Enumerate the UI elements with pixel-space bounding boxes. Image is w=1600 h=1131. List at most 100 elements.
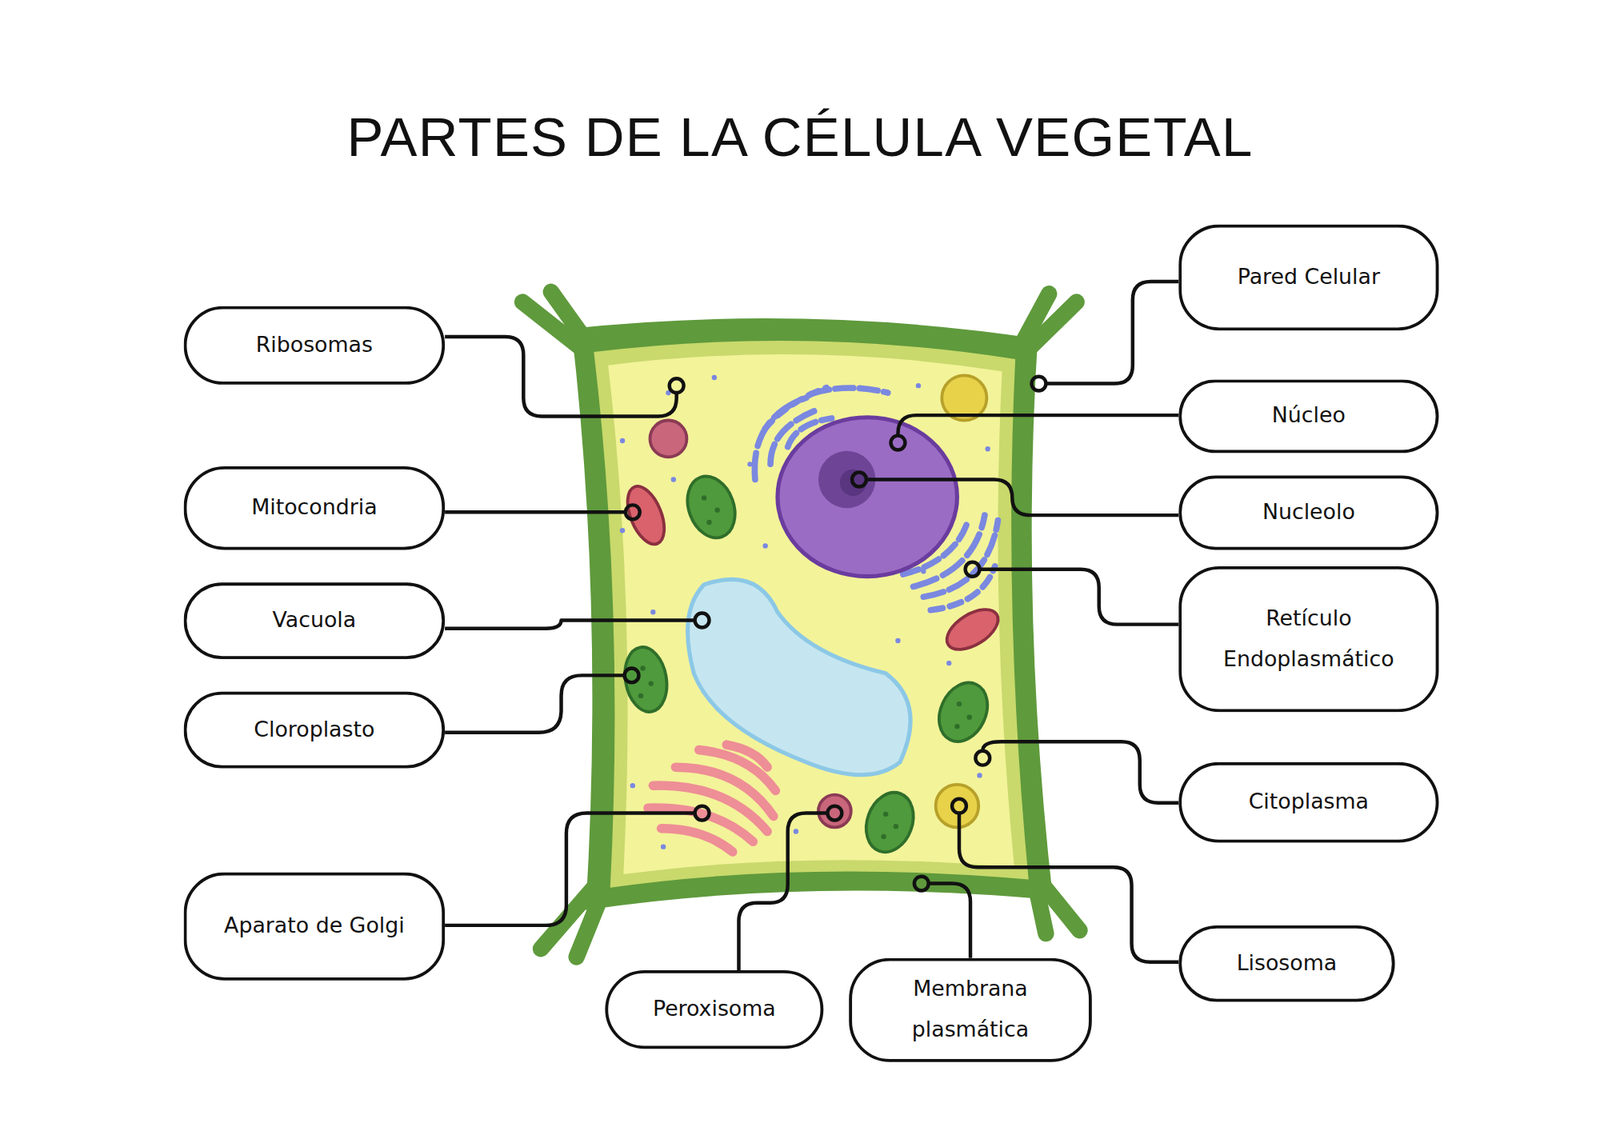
mitochondria	[620, 480, 1005, 658]
label-text-group: Mitocondria	[251, 488, 377, 529]
label-pill: Núcleo	[1178, 379, 1439, 453]
leader-endpoints	[891, 436, 906, 451]
chloroplast-grana	[893, 824, 899, 829]
chloroplast-grana	[956, 701, 962, 707]
mitochondria	[620, 480, 672, 549]
label-pill: Pared Celular	[1178, 224, 1439, 332]
lysosomes	[936, 784, 980, 828]
vacuole	[688, 579, 911, 775]
part-label: Mitocondria	[251, 488, 377, 529]
label-text-group: Retículo Endoplasmático	[1202, 598, 1416, 680]
cytoplasm-dots	[946, 660, 952, 666]
cytoplasm	[608, 354, 1015, 875]
leader-lines	[444, 336, 677, 416]
part-label: Núcleo	[1272, 396, 1346, 437]
chloroplast-grana	[638, 693, 644, 699]
nucleus	[777, 417, 957, 577]
part-label: Vacuola	[272, 600, 357, 642]
label-text-group: Ribosomas	[256, 324, 373, 366]
leader-lines	[959, 813, 1179, 963]
part-label: Pared Celular	[1237, 256, 1380, 298]
leader-lines	[979, 569, 1179, 625]
leader-endpoints	[852, 472, 867, 488]
label-pill: Ribosomas	[184, 306, 446, 385]
cell-membrane	[593, 340, 1028, 888]
cytoplasm-dots	[660, 844, 666, 849]
leader-lines	[444, 675, 624, 732]
part-label: Ribosomas	[256, 324, 373, 366]
chloroplasts	[620, 469, 996, 859]
part-label: Membrana plasmática	[892, 969, 1048, 1052]
label-pill: Cloroplasto	[184, 692, 446, 769]
part-label: Cloroplasto	[253, 709, 375, 751]
part-label: Retículo Endoplasmático	[1202, 598, 1416, 680]
cytoplasm-dots	[630, 783, 636, 788]
lysosomes	[936, 375, 988, 828]
cell-wall	[522, 292, 1080, 958]
label-text-group: Cloroplasto	[253, 709, 375, 751]
leader-lines	[444, 813, 695, 926]
chloroplast-grana	[714, 508, 720, 513]
cytoplasm-dots	[620, 438, 625, 444]
endoplasmic-reticulum	[930, 566, 995, 611]
chloroplasts	[620, 644, 672, 716]
chloroplast-grana	[706, 520, 712, 525]
peroxisomes	[649, 420, 851, 828]
cell-wall	[571, 318, 1053, 911]
leader-lines	[897, 415, 1179, 436]
nucleus	[840, 469, 867, 496]
label-text-group: Membrana plasmática	[892, 969, 1048, 1052]
leader-lines	[738, 813, 828, 971]
leader-lines	[982, 741, 1179, 804]
chloroplast-grana	[638, 495, 972, 840]
leader-endpoints	[695, 613, 710, 628]
leader-endpoints	[914, 876, 929, 892]
label-pill: Nucleolo	[1178, 475, 1439, 550]
part-label: Lisosoma	[1236, 943, 1338, 984]
leader-endpoints	[965, 562, 980, 577]
cytoplasm-dots	[712, 375, 717, 380]
label-pill: Vacuola	[184, 582, 446, 660]
part-label: Nucleolo	[1262, 492, 1356, 533]
label-text-group: Pared Celular	[1237, 256, 1380, 298]
part-label: Aparato de Golgi	[224, 906, 405, 948]
peroxisomes	[818, 795, 852, 828]
chloroplast-grana	[967, 714, 972, 720]
part-label: Peroxisoma	[652, 989, 776, 1031]
leader-lines	[444, 620, 695, 629]
chloroplasts	[858, 786, 922, 860]
golgi-apparatus	[726, 744, 768, 768]
nucleus	[777, 417, 957, 577]
cytoplasm-dots	[650, 609, 656, 615]
cytoplasm-dots	[620, 528, 625, 533]
leader-endpoints	[669, 378, 684, 393]
label-pill: Membrana plasmática	[848, 958, 1092, 1063]
chloroplast-grana	[648, 680, 654, 686]
leader-endpoints	[952, 799, 967, 814]
leader-lines	[1045, 281, 1179, 384]
nucleus	[818, 451, 876, 508]
leader-lines	[928, 884, 971, 959]
cytoplasm-dots	[762, 543, 768, 548]
label-text-group: Núcleo	[1272, 396, 1346, 437]
mitochondria	[940, 601, 1005, 658]
cytoplasm-dots	[976, 772, 982, 778]
label-text-group: Vacuola	[272, 600, 357, 642]
golgi-apparatus	[648, 744, 776, 852]
golgi-apparatus	[661, 828, 733, 852]
cytoplasm-dots	[895, 638, 900, 644]
cytoplasm-dots	[671, 476, 676, 482]
peroxisomes	[649, 420, 687, 458]
leader-endpoints	[975, 751, 990, 766]
leader-lines	[444, 281, 1179, 971]
leader-endpoints	[625, 504, 640, 520]
label-pill: Mitocondria	[184, 466, 446, 551]
chloroplasts	[929, 675, 996, 750]
cytoplasm-dots	[793, 828, 799, 834]
endoplasmic-reticulum	[765, 388, 828, 429]
label-text-group: Aparato de Golgi	[224, 906, 405, 948]
leader-endpoints	[1032, 376, 1047, 392]
leader-endpoints	[827, 806, 842, 821]
chloroplasts	[679, 469, 744, 545]
